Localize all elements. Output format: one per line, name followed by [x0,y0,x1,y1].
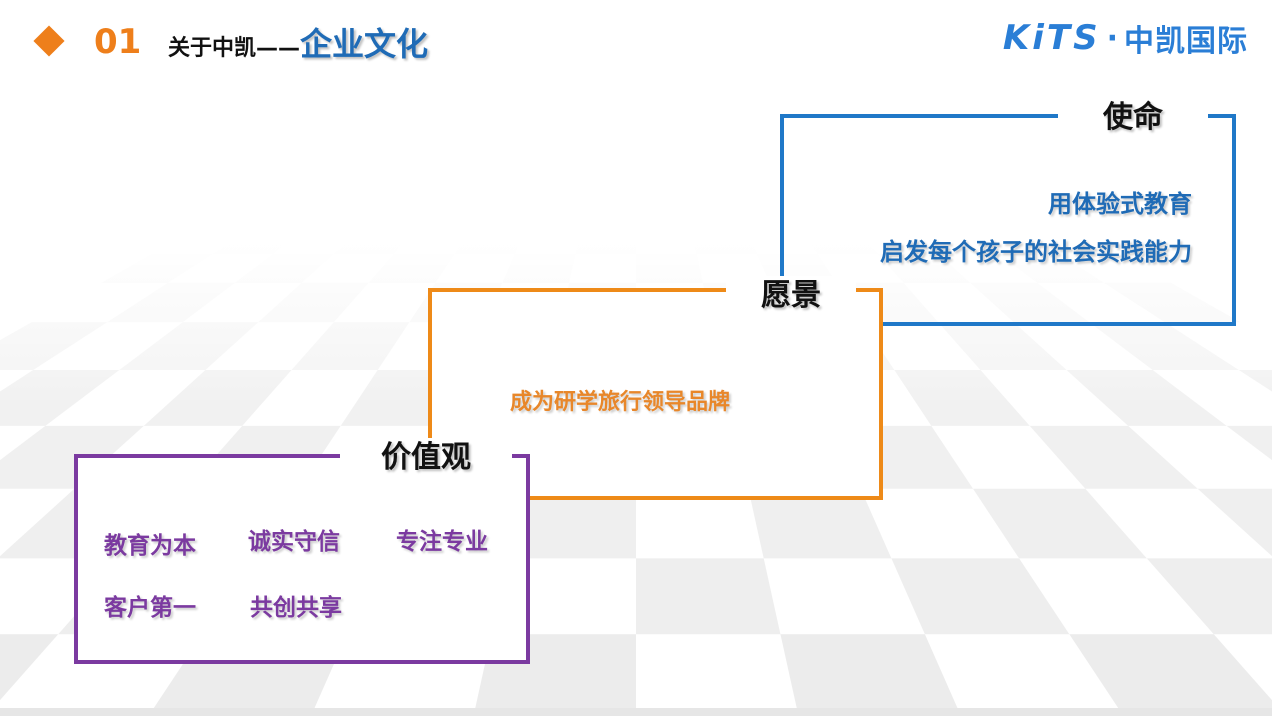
mission-label: 使命 [1058,98,1208,138]
mission-line: 启发每个孩子的社会实践能力 [880,238,1192,266]
company-logo: KiTS · 中凯国际 [1003,16,1248,60]
value-item: 共创共享 [250,595,342,621]
title-main: 企业文化 [300,25,429,63]
value-item: 专注专业 [396,529,488,555]
values-label: 价值观 [340,438,512,478]
values-box [74,454,530,664]
mission-box [780,114,1236,326]
vision-label: 愿景 [726,276,856,316]
logo-chinese-text: 中凯国际 [1124,24,1248,59]
bottom-bar [0,708,1272,716]
diamond-bullet-icon [33,25,65,57]
logo-separator: · [1106,20,1118,56]
value-item: 诚实守信 [248,529,340,555]
mission-line: 用体验式教育 [1048,190,1192,218]
value-item: 教育为本 [104,533,196,559]
page-title: 关于中凯——企业文化 [168,22,428,72]
section-number: 01 [94,22,142,62]
value-item: 客户第一 [104,595,196,621]
vision-text: 成为研学旅行领导品牌 [510,390,731,415]
logo-latin-text: KiTS [1002,18,1101,58]
title-prefix: 关于中凯—— [168,36,301,61]
